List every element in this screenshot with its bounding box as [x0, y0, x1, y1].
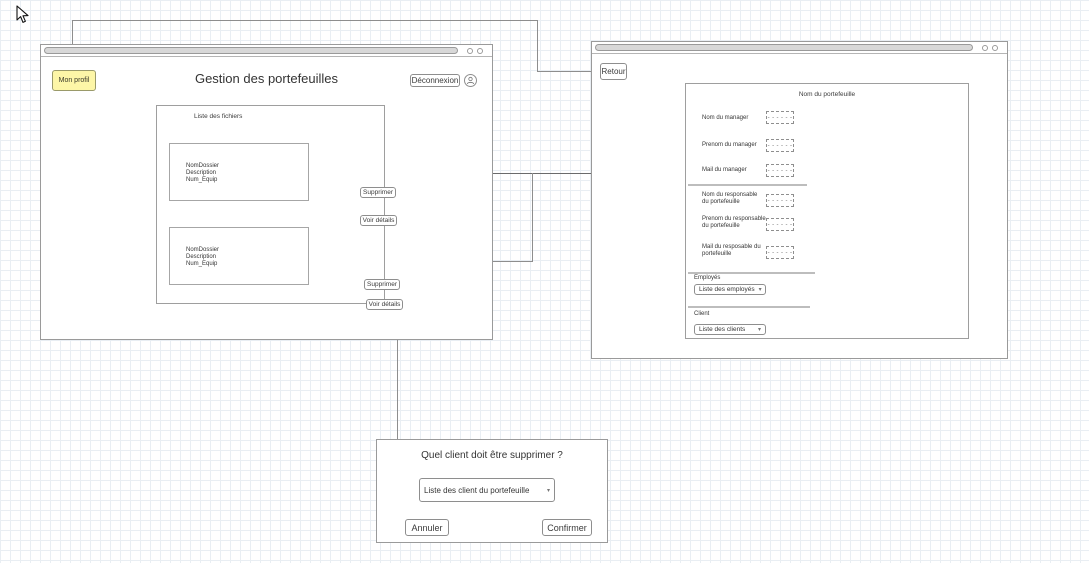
connector-details2-seg2 — [532, 173, 533, 262]
dialog-title: Quel client doit être supprimer ? — [421, 450, 563, 461]
file-card-name: NomDossier — [186, 247, 220, 253]
portfolio-name-title: Nom du portefeuille — [798, 91, 856, 98]
employees-select[interactable]: Liste des employés ▾ — [694, 284, 766, 295]
field-label-nom-manager: Nom du manager — [702, 115, 749, 121]
view-details-button[interactable]: Voir détails — [366, 299, 403, 310]
files-list-panel: Liste des fichiers NomDossier Descriptio… — [156, 105, 403, 310]
field-nom-responsable[interactable]: - - - - - - — [766, 194, 794, 207]
chevron-down-icon: ▾ — [546, 487, 550, 494]
file-card-description: Description — [186, 170, 217, 176]
field-prenom-responsable[interactable]: - - - - - - — [766, 218, 794, 231]
field-placeholder: - - - - - - — [767, 197, 793, 204]
portfolio-details-panel: Nom du portefeuille Nom du manager - - -… — [685, 83, 969, 339]
dialog-delete-client: Quel client doit être supprimer ? Liste … — [376, 439, 608, 543]
confirm-button[interactable]: Confirmer — [542, 519, 592, 536]
file-card-num-equip: Num_Equip — [186, 177, 218, 183]
cancel-button[interactable]: Annuler — [405, 519, 449, 536]
view-details-button[interactable]: Voir détails — [360, 215, 397, 226]
field-label-prenom-manager: Prenom du manager — [702, 142, 757, 148]
field-placeholder: - - - - - - — [767, 221, 793, 228]
field-label-prenom-responsable: Prenom du responsable du portefeuille — [702, 216, 766, 229]
dialog-client-select-value: Liste des client du portefeuille — [424, 485, 530, 495]
connector-retour-to-profil-seg1 — [537, 71, 601, 72]
file-card-num-equip: Num_Equip — [186, 261, 218, 267]
user-avatar-icon[interactable] — [464, 74, 477, 87]
connector-retour-to-profil-seg3 — [72, 20, 538, 21]
file-card[interactable]: NomDossier Description Num_Equip — [169, 227, 309, 285]
logout-button[interactable]: Déconnexion — [410, 74, 460, 87]
field-placeholder: - - - - - - — [767, 167, 793, 174]
field-nom-manager[interactable]: - - - - - - — [766, 111, 794, 124]
connector-retour-to-profil-seg2 — [537, 20, 538, 72]
window-control-minimize-icon[interactable] — [467, 48, 473, 54]
chevron-down-icon: ▾ — [758, 287, 762, 293]
page-title-gestion: Gestion des portefeuilles — [194, 71, 339, 86]
field-placeholder: - - - - - - — [767, 249, 793, 256]
employees-select-value: Liste des employés — [699, 286, 755, 293]
window-gestion-portefeuilles: Gestion des portefeuilles Déconnexion Li… — [40, 44, 493, 340]
employees-label: Employés — [694, 275, 721, 281]
field-mail-manager[interactable]: - - - - - - — [766, 164, 794, 177]
chevron-down-icon: ▾ — [757, 327, 761, 333]
window-information-portefeuille: Information du portefeuille Nom du porte… — [591, 41, 1008, 359]
file-card[interactable]: NomDossier Description Num_Equip — [169, 143, 309, 201]
address-bar-gestion[interactable] — [44, 47, 458, 54]
client-select-value: Liste des clients — [699, 326, 746, 333]
client-label: Client — [694, 311, 710, 317]
connector-retour-to-profil-seg4 — [72, 20, 73, 67]
field-placeholder: - - - - - - — [767, 114, 793, 121]
titlebar-information[interactable] — [592, 42, 1007, 54]
field-prenom-manager[interactable]: - - - - - - — [766, 139, 794, 152]
file-card-description: Description — [186, 254, 217, 260]
field-placeholder: - - - - - - — [767, 142, 793, 149]
field-label-mail-responsable: Mail du resposable du portefeuille — [702, 244, 761, 257]
titlebar-gestion[interactable] — [41, 45, 492, 57]
window-control-close-icon[interactable] — [477, 48, 483, 54]
section-divider-employees — [688, 306, 810, 308]
back-button[interactable]: Retour — [600, 63, 627, 80]
delete-file-button[interactable]: Supprimer — [360, 187, 396, 198]
section-divider-manager — [688, 184, 807, 186]
window-control-minimize-icon[interactable] — [982, 45, 988, 51]
client-select[interactable]: Liste des clients ▾ — [694, 324, 766, 335]
files-list-label: Liste des fichiers — [194, 113, 243, 120]
address-bar-information[interactable] — [595, 44, 973, 51]
field-mail-responsable[interactable]: - - - - - - — [766, 246, 794, 259]
field-label-mail-manager: Mail du manager — [702, 167, 747, 173]
my-profile-button[interactable]: Mon profil — [52, 70, 96, 91]
dialog-client-select[interactable]: Liste des client du portefeuille ▾ — [419, 478, 555, 502]
field-label-nom-responsable: Nom du responsable du portefeuille — [702, 192, 758, 205]
section-divider-responsable — [688, 272, 815, 274]
delete-file-button[interactable]: Supprimer — [364, 279, 400, 290]
window-control-close-icon[interactable] — [992, 45, 998, 51]
mouse-pointer-icon — [16, 5, 30, 30]
file-card-name: NomDossier — [186, 163, 220, 169]
